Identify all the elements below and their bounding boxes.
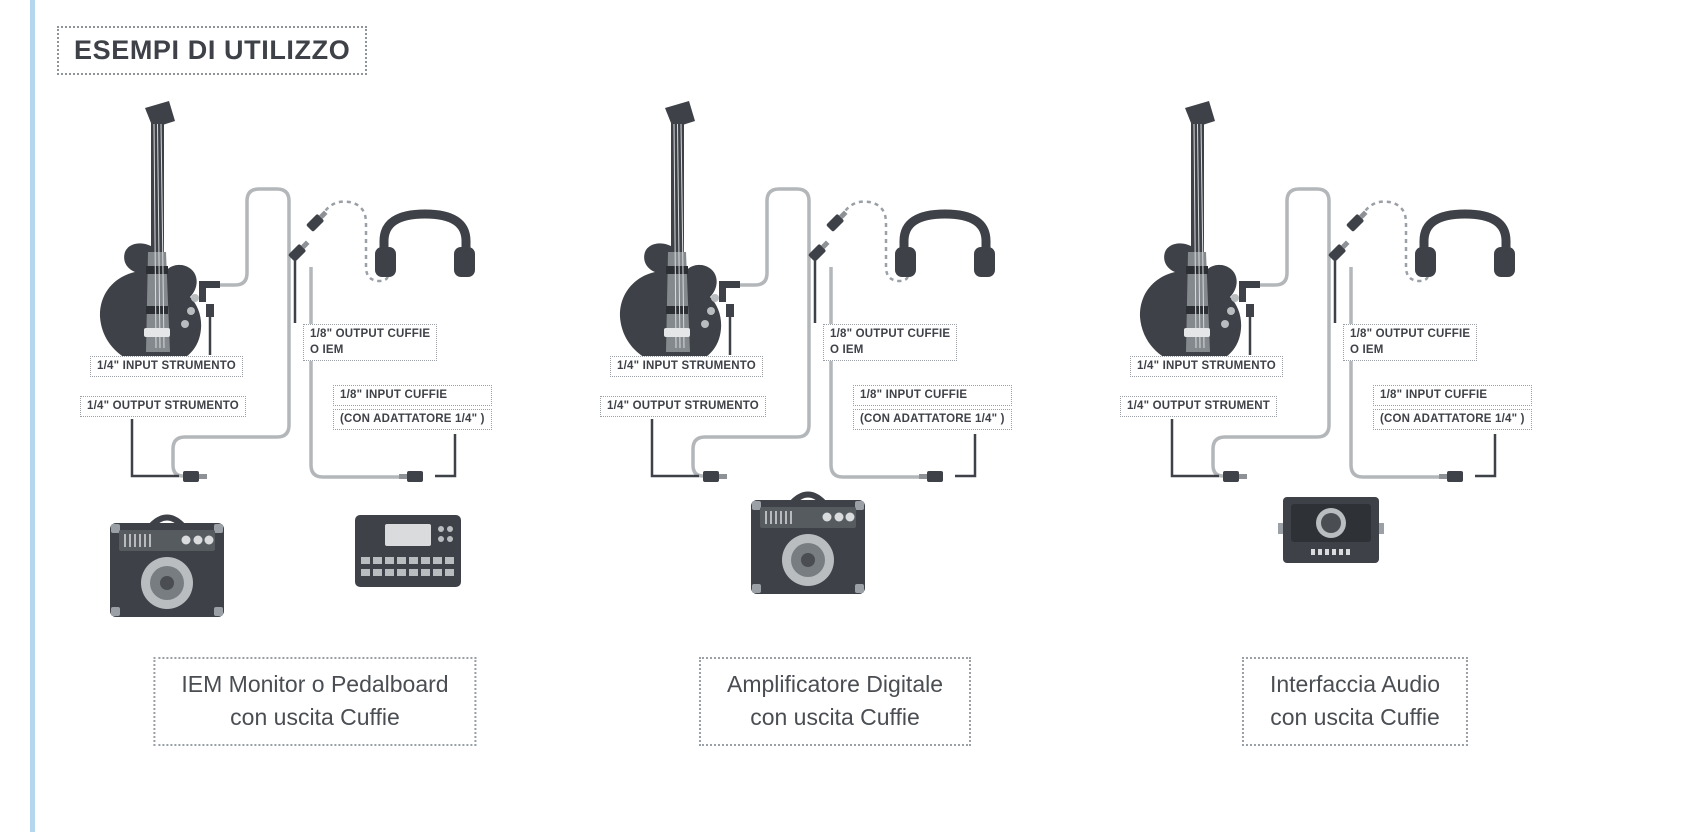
label-input-strumento-text: 1/4" INPUT STRUMENTO: [1130, 356, 1283, 378]
label-output-strumento: 1/4" OUTPUT STRUMENTO: [600, 396, 766, 418]
label-output-strumento: 1/4" OUTPUT STRUMENTO: [80, 396, 246, 418]
page-title: ESEMPI DI UTILIZZO: [57, 26, 368, 75]
label-output-strumento: 1/4" OUTPUT STRUMENT: [1120, 396, 1277, 418]
label-output-cuffie-line1: 1/8" OUTPUT CUFFIE: [830, 328, 951, 340]
cable-guitar-to-device: [1211, 187, 1331, 478]
audio-interface-icon: [1278, 497, 1384, 563]
input-cuffie-plug-icon: [1346, 210, 1368, 232]
input-strumento-plug-icon: [726, 304, 734, 317]
label-output-cuffie-line1: 1/8" OUTPUT CUFFIE: [1350, 328, 1471, 340]
usage-example-panel-2: 1/4" INPUT STRUMENTO 1/4" OUTPUT STRUMEN…: [575, 85, 1095, 785]
guitar-icon: [1139, 101, 1242, 367]
label-input-cuffie: 1/8" INPUT CUFFIE (CON ADATTATORE 1/4" ): [333, 385, 492, 431]
guitar-jack-icon: [1239, 281, 1260, 302]
input-cuffie-plug-icon: [826, 210, 848, 232]
label-input-strumento: 1/4" INPUT STRUMENTO: [1130, 356, 1283, 378]
caption-line1: IEM Monitor o Pedalboard: [181, 671, 449, 697]
pointer-input-cuffie: [435, 434, 457, 478]
output-cuffie-plug-icon: [1328, 240, 1350, 262]
amplifier-icon: [110, 514, 224, 617]
pointer-output-strumento: [1170, 419, 1219, 478]
device-input-plug-icon: [703, 471, 727, 482]
output-cuffie-plug-icon: [808, 240, 830, 262]
label-output-cuffie: 1/8" OUTPUT CUFFIE O IEM: [303, 324, 438, 362]
label-output-cuffie: 1/8" OUTPUT CUFFIE O IEM: [823, 324, 958, 362]
cable-headphones-dashed: [1359, 200, 1431, 283]
device-output-plug-icon: [1439, 471, 1463, 482]
label-input-strumento-text: 1/4" INPUT STRUMENTO: [610, 356, 763, 378]
cable-device-to-headphone-jack: [1349, 267, 1447, 479]
label-input-strumento-text: 1/4" INPUT STRUMENTO: [90, 356, 243, 378]
scene-diagram: [619, 101, 995, 594]
headphones-icon: [375, 209, 475, 277]
caption-line1: Interfaccia Audio: [1269, 671, 1441, 697]
label-input-cuffie-line2: (CON ADATTATORE 1/4" ): [1373, 409, 1532, 431]
caption-line1: Amplificatore Digitale: [726, 671, 944, 697]
caption-line2: con uscita Cuffie: [750, 704, 920, 731]
label-input-cuffie: 1/8" INPUT CUFFIE (CON ADATTATORE 1/4" ): [853, 385, 1012, 431]
device-output-plug-icon: [919, 471, 943, 482]
label-output-strumento-text: 1/4" OUTPUT STRUMENTO: [600, 396, 766, 418]
pointer-output-strumento: [130, 419, 179, 478]
label-input-cuffie-line2: (CON ADATTATORE 1/4" ): [333, 409, 492, 431]
cable-headphones-dashed: [839, 200, 911, 283]
panel-caption: IEM Monitor o Pedalboard con uscita Cuff…: [153, 657, 477, 746]
pointer-output-strumento: [650, 419, 699, 478]
pointer-input-cuffie: [955, 434, 977, 478]
label-output-cuffie-line2: O IEM: [310, 344, 344, 357]
cable-guitar-to-device: [691, 187, 811, 478]
panel-caption: Amplificatore Digitale con uscita Cuffie: [698, 657, 972, 746]
label-input-strumento: 1/4" INPUT STRUMENTO: [610, 356, 763, 378]
cable-guitar-to-device: [171, 187, 291, 478]
scene-diagram: [99, 101, 475, 617]
guitar-jack-icon: [199, 281, 220, 302]
guitar-icon: [619, 101, 722, 367]
output-cuffie-plug-icon: [288, 240, 310, 262]
cable-device-to-headphone-jack: [829, 267, 927, 479]
device-output-plug-icon: [399, 471, 423, 482]
usage-example-panel-3: 1/4" INPUT STRUMENTO 1/4" OUTPUT STRUMEN…: [1095, 85, 1615, 785]
device-input-plug-icon: [1223, 471, 1247, 482]
input-strumento-plug-icon: [206, 304, 214, 317]
panel-caption: Interfaccia Audio con uscita Cuffie: [1241, 657, 1469, 746]
caption-line2: con uscita Cuffie: [1270, 704, 1440, 731]
headphones-icon: [1415, 209, 1515, 277]
label-input-cuffie-line1: 1/8" INPUT CUFFIE: [333, 385, 492, 407]
input-strumento-plug-icon: [1246, 304, 1254, 317]
label-input-cuffie-line1: 1/8" INPUT CUFFIE: [1373, 385, 1532, 407]
label-output-cuffie: 1/8" OUTPUT CUFFIE O IEM: [1343, 324, 1478, 362]
label-input-cuffie: 1/8" INPUT CUFFIE (CON ADATTATORE 1/4" ): [1373, 385, 1532, 431]
headphones-icon: [895, 209, 995, 277]
label-output-cuffie-line2: O IEM: [1350, 344, 1384, 357]
label-output-cuffie-line2: O IEM: [830, 344, 864, 357]
usage-example-panel-1: 1/4" INPUT STRUMENTO 1/4" OUTPUT STRUMEN…: [55, 85, 575, 785]
caption-line2: con uscita Cuffie: [230, 704, 400, 731]
label-input-cuffie-line1: 1/8" INPUT CUFFIE: [853, 385, 1012, 407]
scene-diagram: [1139, 101, 1515, 563]
page-edge-stripe: [30, 0, 35, 832]
cable-headphones-dashed: [319, 200, 391, 283]
pointer-input-cuffie: [1475, 434, 1497, 478]
label-output-cuffie-line1: 1/8" OUTPUT CUFFIE: [310, 328, 431, 340]
amplifier-icon: [751, 491, 865, 594]
label-output-strumento-text: 1/4" OUTPUT STRUMENTO: [80, 396, 246, 418]
label-output-strumento-text: 1/4" OUTPUT STRUMENT: [1120, 396, 1277, 418]
pedalboard-icon: [355, 515, 461, 587]
cable-device-to-headphone-jack: [309, 267, 407, 479]
label-input-strumento: 1/4" INPUT STRUMENTO: [90, 356, 243, 378]
input-cuffie-plug-icon: [306, 210, 328, 232]
guitar-jack-icon: [719, 281, 740, 302]
guitar-icon: [99, 101, 202, 367]
device-input-plug-icon: [183, 471, 207, 482]
label-input-cuffie-line2: (CON ADATTATORE 1/4" ): [853, 409, 1012, 431]
